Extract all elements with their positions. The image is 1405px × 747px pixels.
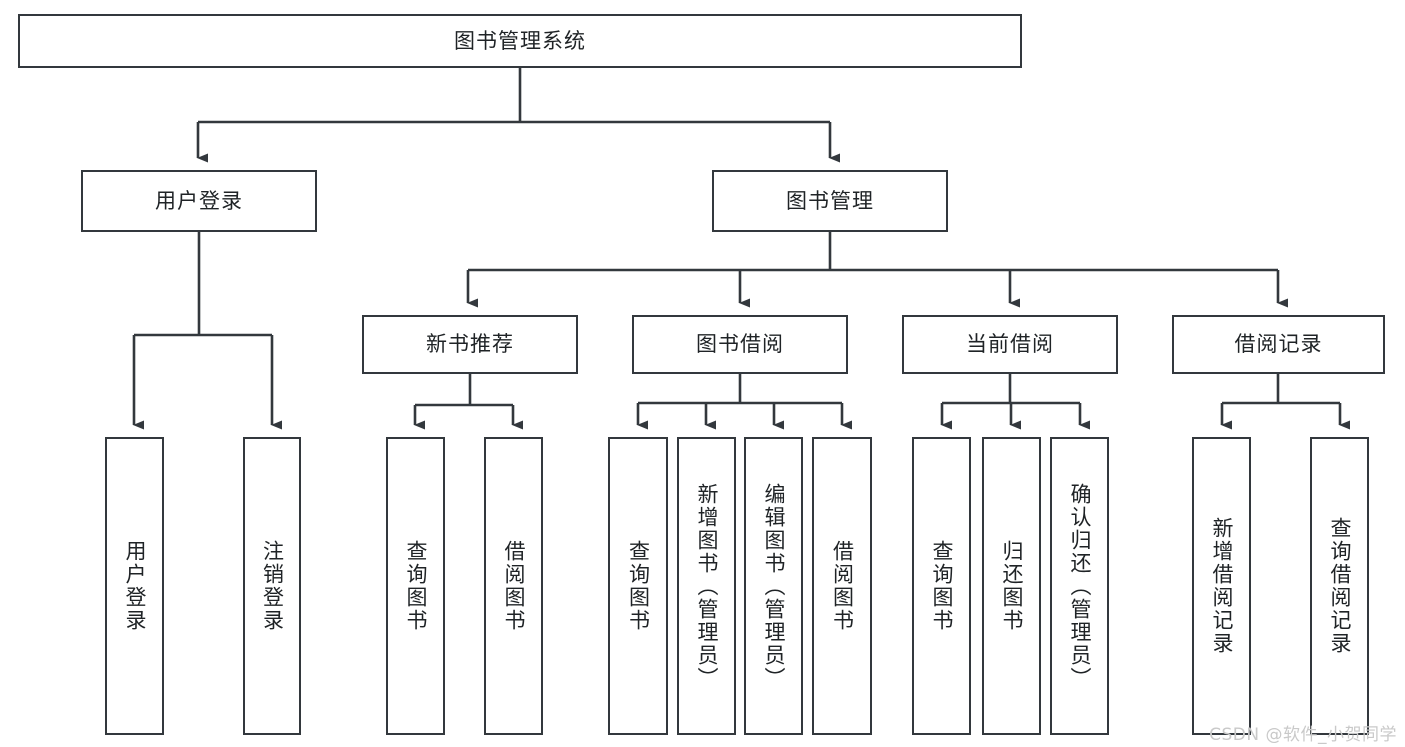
node-leaf-cur-query-label: 查询图书: [929, 540, 954, 632]
node-leaf-cur-return[interactable]: 归还图书: [982, 437, 1041, 735]
node-leaf-borrow-add-label: 新增图书（管理员）: [694, 482, 719, 690]
node-user-login-label: 用户登录: [155, 188, 243, 213]
node-book-borrow[interactable]: 图书借阅: [632, 315, 848, 374]
node-leaf-cur-confirm-label: 确认归还（管理员）: [1067, 482, 1092, 690]
node-user-login[interactable]: 用户登录: [81, 170, 317, 232]
node-leaf-user-login[interactable]: 用户登录: [105, 437, 164, 735]
node-borrow-record-label: 借阅记录: [1234, 332, 1323, 357]
node-leaf-rec-search[interactable]: 查询借阅记录: [1310, 437, 1369, 735]
node-leaf-cur-confirm[interactable]: 确认归还（管理员）: [1050, 437, 1109, 735]
node-leaf-rec-query[interactable]: 查询图书: [386, 437, 445, 735]
node-leaf-borrow-lend[interactable]: 借阅图书: [812, 437, 872, 735]
node-root[interactable]: 图书管理系统: [18, 14, 1022, 68]
node-root-label: 图书管理系统: [454, 28, 586, 53]
node-leaf-user-login-label: 用户登录: [122, 540, 147, 632]
node-leaf-borrow-edit-label: 编辑图书（管理员）: [761, 482, 786, 690]
node-leaf-rec-add[interactable]: 新增借阅记录: [1192, 437, 1251, 735]
node-borrow-record[interactable]: 借阅记录: [1172, 315, 1385, 374]
node-book-manage-label: 图书管理: [786, 188, 874, 213]
node-book-manage[interactable]: 图书管理: [712, 170, 948, 232]
node-new-book-rec-label: 新书推荐: [426, 332, 514, 357]
node-leaf-user-logout[interactable]: 注销登录: [243, 437, 301, 735]
node-leaf-borrow-lend-label: 借阅图书: [830, 540, 855, 632]
node-leaf-rec-search-label: 查询借阅记录: [1327, 517, 1352, 655]
node-leaf-rec-borrow[interactable]: 借阅图书: [484, 437, 543, 735]
node-leaf-borrow-edit[interactable]: 编辑图书（管理员）: [744, 437, 803, 735]
node-current-borrow[interactable]: 当前借阅: [902, 315, 1118, 374]
node-leaf-rec-borrow-label: 借阅图书: [501, 540, 526, 632]
node-leaf-rec-add-label: 新增借阅记录: [1209, 517, 1234, 655]
node-leaf-user-logout-label: 注销登录: [260, 540, 285, 632]
node-leaf-cur-query[interactable]: 查询图书: [912, 437, 971, 735]
node-leaf-borrow-query[interactable]: 查询图书: [608, 437, 668, 735]
node-leaf-borrow-query-label: 查询图书: [626, 540, 651, 632]
node-book-borrow-label: 图书借阅: [696, 332, 784, 357]
node-leaf-rec-query-label: 查询图书: [403, 540, 428, 632]
node-current-borrow-label: 当前借阅: [966, 332, 1054, 357]
node-new-book-rec[interactable]: 新书推荐: [362, 315, 578, 374]
node-leaf-borrow-add[interactable]: 新增图书（管理员）: [677, 437, 736, 735]
csdn-watermark: CSDN @软件_小贺同学: [1209, 725, 1397, 745]
node-leaf-cur-return-label: 归还图书: [999, 540, 1024, 632]
